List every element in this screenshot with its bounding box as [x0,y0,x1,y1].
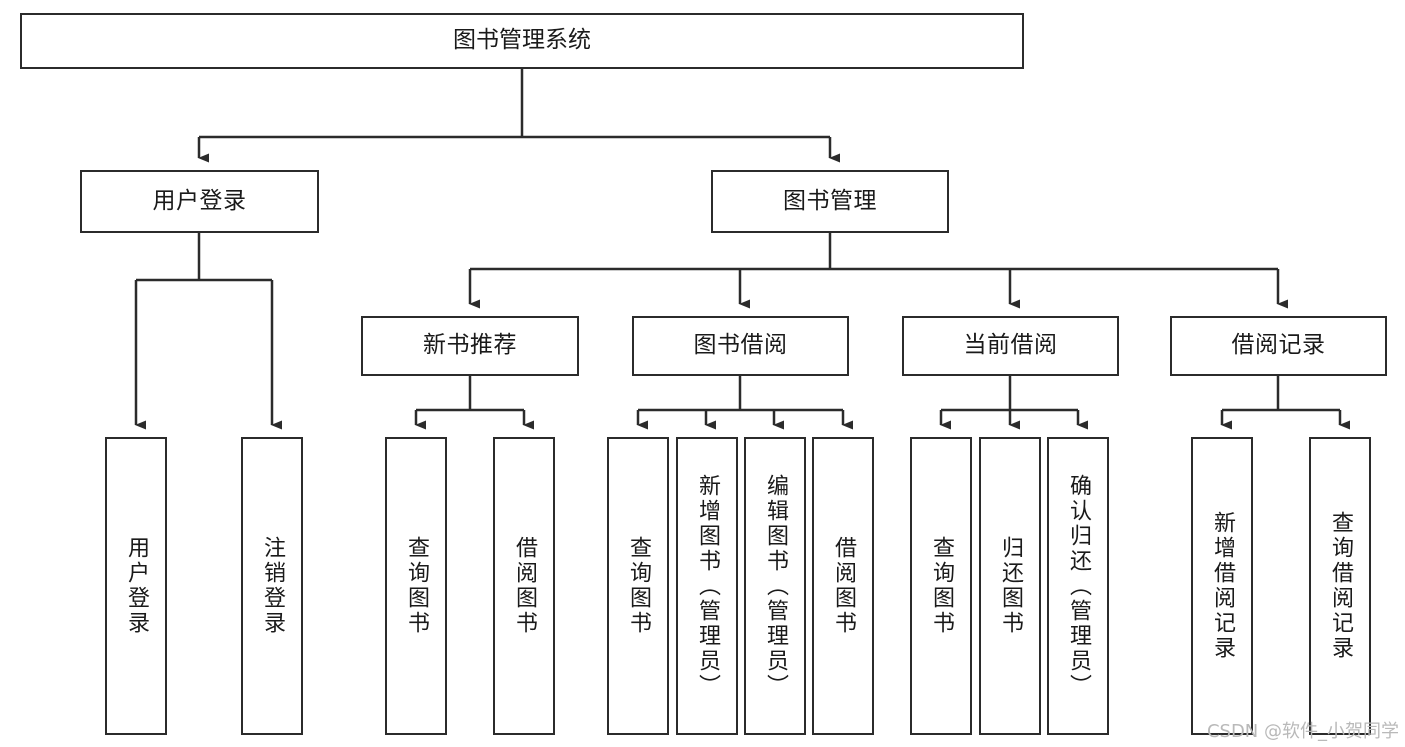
leaf-borrow-add-book-admin[interactable]: 新增图书（管理员） [676,437,738,735]
node-label: 借阅记录 [1231,332,1326,359]
node-new-book-recommend[interactable]: 新书推荐 [361,316,579,376]
node-label: 新书推荐 [423,332,517,359]
leaf-label: 查询图书 [929,536,954,636]
leaf-record-add-record[interactable]: 新增借阅记录 [1191,437,1253,735]
leaf-label: 确认归还（管理员） [1066,473,1091,699]
leaf-current-confirm-return-admin[interactable]: 确认归还（管理员） [1047,437,1109,735]
leaf-label: 查询图书 [626,536,651,636]
leaf-new-book-query-book[interactable]: 查询图书 [385,437,447,735]
leaf-label: 查询借阅记录 [1328,511,1353,661]
node-label: 图书借阅 [693,332,788,359]
node-book-borrow[interactable]: 图书借阅 [632,316,849,376]
leaf-current-query-book[interactable]: 查询图书 [910,437,972,735]
watermark-text: CSDN @软件_小贺同学 [1206,721,1399,742]
leaf-label: 查询图书 [404,536,429,636]
node-label: 图书管理系统 [453,27,591,54]
leaf-label: 借阅图书 [831,536,856,636]
leaf-label: 归还图书 [998,536,1023,636]
leaf-record-query-record[interactable]: 查询借阅记录 [1309,437,1371,735]
leaf-label: 编辑图书（管理员） [763,473,788,699]
node-root-book-management-system[interactable]: 图书管理系统 [20,13,1024,69]
leaf-new-book-borrow-book[interactable]: 借阅图书 [493,437,555,735]
leaf-borrow-edit-book-admin[interactable]: 编辑图书（管理员） [744,437,806,735]
node-label: 图书管理 [783,187,877,214]
node-book-management[interactable]: 图书管理 [711,170,949,233]
node-current-borrow[interactable]: 当前借阅 [902,316,1119,376]
node-borrow-record[interactable]: 借阅记录 [1170,316,1387,376]
leaf-label: 注销登录 [260,536,285,636]
leaf-label: 借阅图书 [512,536,537,636]
node-user-login[interactable]: 用户登录 [80,170,319,233]
leaf-borrow-borrow-book[interactable]: 借阅图书 [812,437,874,735]
leaf-current-return-book[interactable]: 归还图书 [979,437,1041,735]
leaf-label: 新增借阅记录 [1210,511,1235,661]
node-label: 用户登录 [152,187,247,214]
node-label: 当前借阅 [963,332,1058,359]
leaf-user-login-login[interactable]: 用户登录 [105,437,167,735]
leaf-label: 用户登录 [124,536,149,636]
leaf-borrow-query-book[interactable]: 查询图书 [607,437,669,735]
leaf-user-login-logout[interactable]: 注销登录 [241,437,303,735]
leaf-label: 新增图书（管理员） [695,473,720,699]
